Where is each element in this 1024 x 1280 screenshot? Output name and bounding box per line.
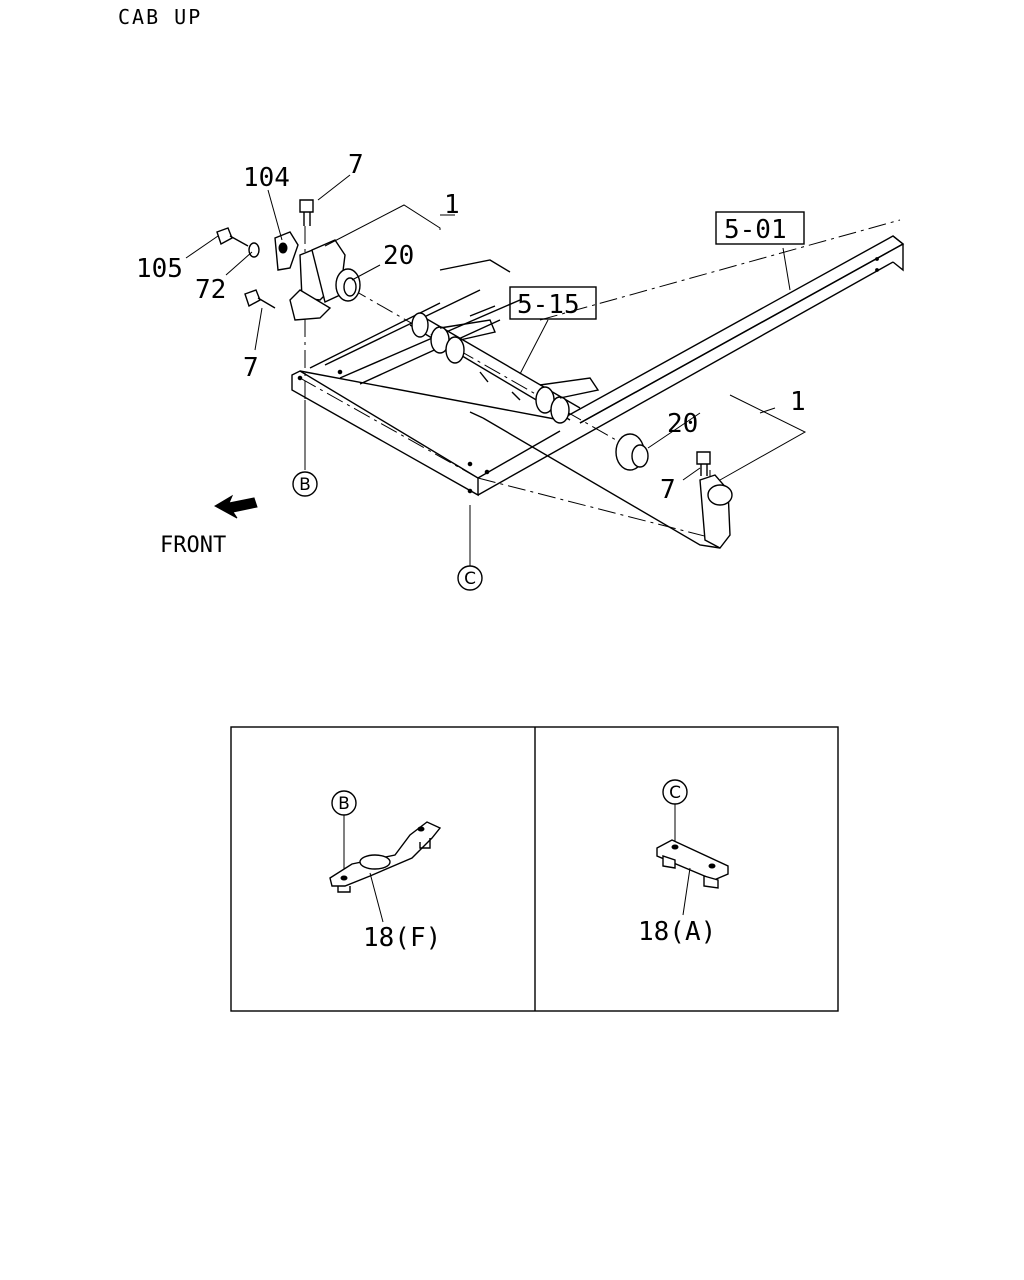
part-18f-label: 18(F) (363, 923, 441, 953)
left-mount-bracket (216, 199, 361, 321)
part-18a-label: 18(A) (638, 917, 716, 947)
detail-right: C 18(A) (638, 779, 729, 947)
front-label: FRONT (160, 533, 226, 558)
detail-panels (230, 726, 839, 1012)
callout-1-top: 1 (444, 190, 460, 220)
ref-5-15-label: 5-15 (517, 290, 580, 320)
marker-c: C (457, 565, 483, 591)
frame-assembly (291, 219, 905, 549)
page-title: CAB UP (118, 5, 202, 29)
callout-7-left: 7 (243, 353, 259, 383)
ref-box-5-15: 5-15 (509, 286, 597, 320)
detail-left: B 18(F) (329, 790, 441, 953)
callout-105: 105 (136, 254, 183, 284)
ref-box-5-01: 5-01 (715, 211, 805, 245)
callout-20-right: 20 (667, 409, 698, 439)
callout-7-top: 7 (348, 150, 364, 180)
ref-5-01-label: 5-01 (724, 215, 787, 245)
cross-shaft (409, 312, 600, 424)
detail-left-marker: B (338, 794, 350, 814)
callout-72: 72 (195, 275, 226, 305)
marker-c-label: C (464, 569, 476, 589)
callout-7-right: 7 (660, 475, 676, 505)
callout-20-top: 20 (383, 241, 414, 271)
marker-b: B (292, 471, 318, 497)
marker-b-label: B (299, 475, 311, 495)
leader-lines (185, 174, 807, 566)
callout-104: 104 (243, 163, 290, 193)
callout-1-right: 1 (790, 387, 806, 417)
front-arrow-icon (213, 494, 258, 519)
detail-right-marker: C (669, 783, 681, 803)
right-mount-bracket (615, 433, 733, 549)
